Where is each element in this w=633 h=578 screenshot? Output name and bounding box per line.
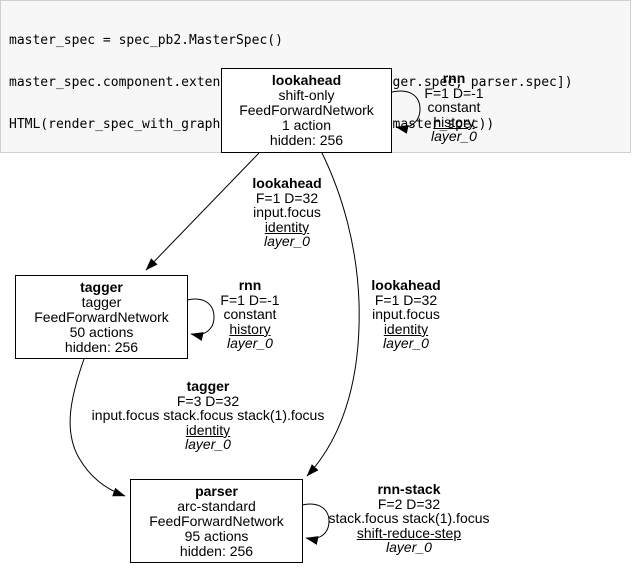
edge-label-source: history (229, 320, 271, 337)
node-title: parser (195, 482, 238, 499)
node-network: FeedForwardNetwork (149, 512, 284, 529)
node-tagger: tagger tagger FeedForwardNetwork 50 acti… (15, 275, 188, 359)
edge-label-params: F=1 D=-1 (424, 84, 484, 101)
edge-tagger-to-parser (69, 358, 126, 497)
edge-lookahead-self-loop (391, 90, 421, 134)
edge-label-title: lookahead (252, 175, 322, 191)
edge-parser-self-loop (301, 503, 330, 545)
edge-label-layer: layer_0 (185, 436, 231, 453)
edge-label-title: rnn (442, 70, 466, 86)
edge-label-features: stack.focus stack(1).focus (328, 510, 490, 527)
node-actions: 95 actions (184, 527, 249, 544)
edge-label-params: F=1 D=32 (255, 189, 319, 206)
node-transition: tagger (81, 293, 122, 310)
edge-label-features: input.focus (372, 306, 440, 323)
edge-label-source: shift-reduce-step (356, 524, 462, 541)
edge-label-source: identity (383, 320, 429, 337)
node-title: lookahead (271, 72, 342, 88)
edge-label-source: identity (185, 421, 231, 438)
node-hidden: hidden: 256 (269, 132, 344, 148)
edge-label-params: F=3 D=32 (176, 392, 240, 409)
edge-label-params: F=2 D=32 (377, 495, 441, 512)
node-network: FeedForwardNetwork (34, 308, 169, 325)
edge-label-features: constant (223, 306, 277, 323)
node-network: FeedForwardNetwork (239, 102, 374, 118)
node-transition: shift-only (278, 87, 335, 103)
code-line: master_spec = spec_pb2.MasterSpec() (9, 33, 283, 48)
edge-label-features: input.focus stack.focus stack(1).focus (91, 407, 325, 424)
edge-label-layer: layer_0 (386, 539, 432, 556)
edge-label-title: tagger (186, 378, 230, 394)
edge-label-rnn-tagger: rnn F=1 D=-1 constant history layer_0 (220, 278, 279, 351)
edge-label-features: input.focus (253, 204, 321, 221)
edge-lookahead-to-tagger (145, 152, 260, 271)
edge-label-title: lookahead (371, 277, 441, 293)
node-parser: parser arc-standard FeedForwardNetwork 9… (130, 479, 303, 563)
node-actions: 1 action (281, 117, 332, 133)
node-transition: arc-standard (177, 497, 256, 514)
edge-label-source: identity (264, 218, 310, 235)
node-title: tagger (80, 278, 123, 295)
node-lookahead: lookahead shift-only FeedForwardNetwork … (221, 68, 392, 153)
edge-label-params: F=1 D=32 (374, 291, 438, 308)
edge-label-rnn-lookahead: rnn F=1 D=-1 constant history layer_0 (424, 71, 483, 144)
edge-label-layer: layer_0 (431, 128, 477, 145)
edge-label-layer: layer_0 (227, 335, 273, 352)
edge-label-params: F=1 D=-1 (220, 291, 280, 308)
node-hidden: hidden: 256 (64, 338, 139, 355)
edge-label-title: rnn-stack (377, 481, 441, 497)
edge-label-rnn-stack-parser: rnn-stack F=2 D=32 stack.focus stack(1).… (328, 482, 489, 555)
node-hidden: hidden: 256 (179, 542, 254, 559)
edge-lookahead-to-parser (306, 152, 360, 477)
edge-tagger-self-loop (186, 298, 215, 341)
edge-label-layer: layer_0 (264, 233, 310, 250)
edge-label-lookahead-tagger: lookahead F=1 D=32 input.focus identity … (252, 176, 321, 249)
edge-label-features: constant (427, 99, 481, 116)
node-actions: 50 actions (69, 323, 134, 340)
edge-label-lookahead-parser: lookahead F=1 D=32 input.focus identity … (371, 278, 440, 351)
edge-label-source: history (433, 113, 475, 130)
edge-label-title: rnn (238, 277, 262, 293)
edge-label-tagger-parser: tagger F=3 D=32 input.focus stack.focus … (92, 379, 325, 452)
edge-label-layer: layer_0 (383, 335, 429, 352)
